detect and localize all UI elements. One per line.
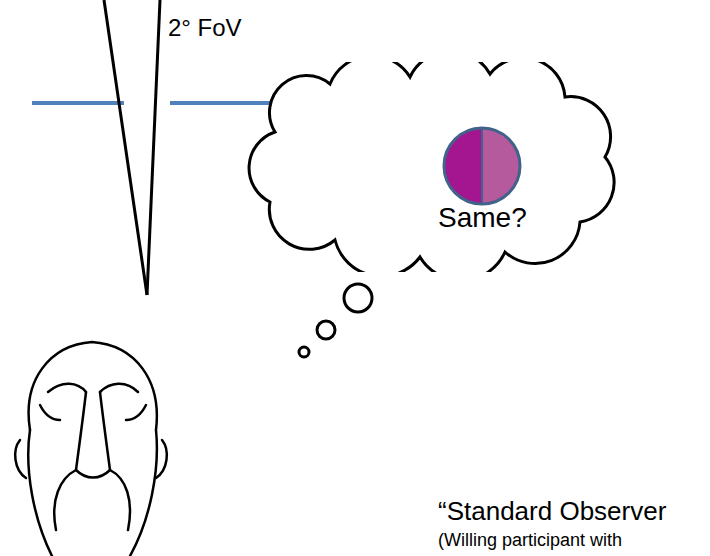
thought-bubble	[317, 321, 335, 339]
thought-cloud: Same?	[235, 62, 627, 272]
fov-line	[104, 0, 147, 295]
question-text: Same?	[438, 202, 527, 234]
fov-line	[147, 0, 160, 295]
color-disc-outline	[444, 128, 520, 204]
cloud-path	[249, 62, 614, 272]
thought-bubble	[344, 284, 372, 312]
color-sample-right	[482, 128, 520, 204]
thought-bubble	[299, 347, 309, 357]
fov-label: 2° FoV	[168, 14, 242, 42]
color-sample-left	[444, 128, 482, 204]
observer-head	[15, 342, 167, 556]
observer-title: “Standard Observer	[438, 497, 666, 527]
screen-line	[170, 101, 284, 105]
observer-note: (Willing participant with	[438, 530, 622, 551]
screen-line	[32, 101, 124, 105]
color-disc-divider	[481, 128, 483, 204]
cloud-outline	[235, 62, 627, 272]
